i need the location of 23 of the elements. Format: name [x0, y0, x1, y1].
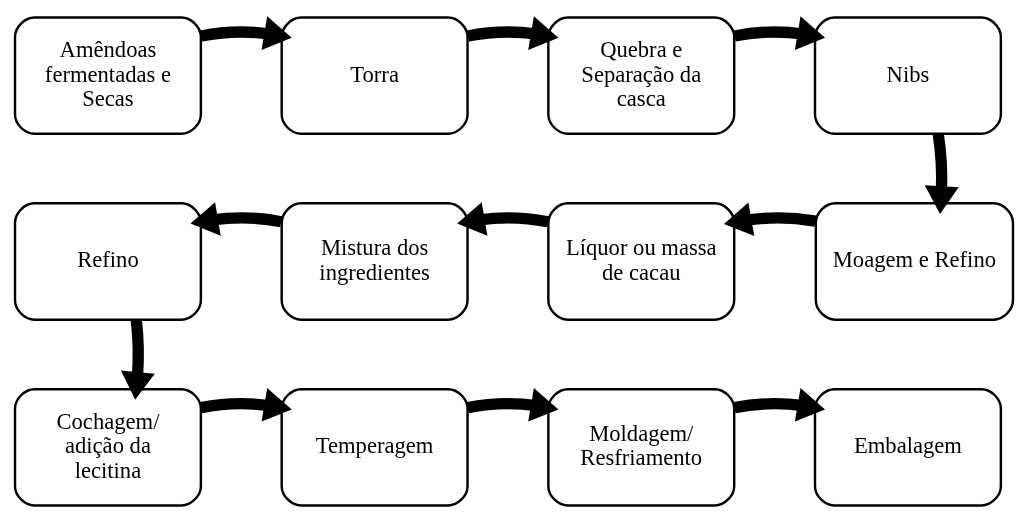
- arrow: [733, 388, 826, 422]
- node-box: Temperagem: [280, 387, 469, 507]
- node-box: Líquor ou massa de cacau: [547, 202, 736, 321]
- node-box: Refino: [13, 202, 203, 321]
- node-box: Cochagem/ adição da lecitina: [13, 387, 203, 507]
- node-box: Torra: [280, 16, 469, 136]
- arrow: [723, 202, 817, 237]
- node-box: Quebra e Separação da casca: [547, 16, 736, 136]
- arrow: [121, 319, 155, 400]
- arrow: [200, 16, 292, 50]
- node-box: Mistura dos ingredientes: [280, 202, 469, 321]
- arrow: [733, 16, 826, 50]
- node-box: Nibs: [813, 16, 1003, 136]
- arrow: [200, 388, 292, 422]
- arrow: [466, 16, 559, 50]
- node-box: Moagem e Refino: [814, 202, 1015, 321]
- arrow: [457, 202, 549, 236]
- node-box: Moldagem/ Resfriamento: [547, 387, 736, 507]
- node-box: Amêndoas fermentadas e Secas: [13, 16, 203, 136]
- arrow: [190, 202, 283, 236]
- arrow: [466, 388, 559, 422]
- node-box: Embalagem: [813, 387, 1003, 507]
- arrow: [924, 133, 959, 214]
